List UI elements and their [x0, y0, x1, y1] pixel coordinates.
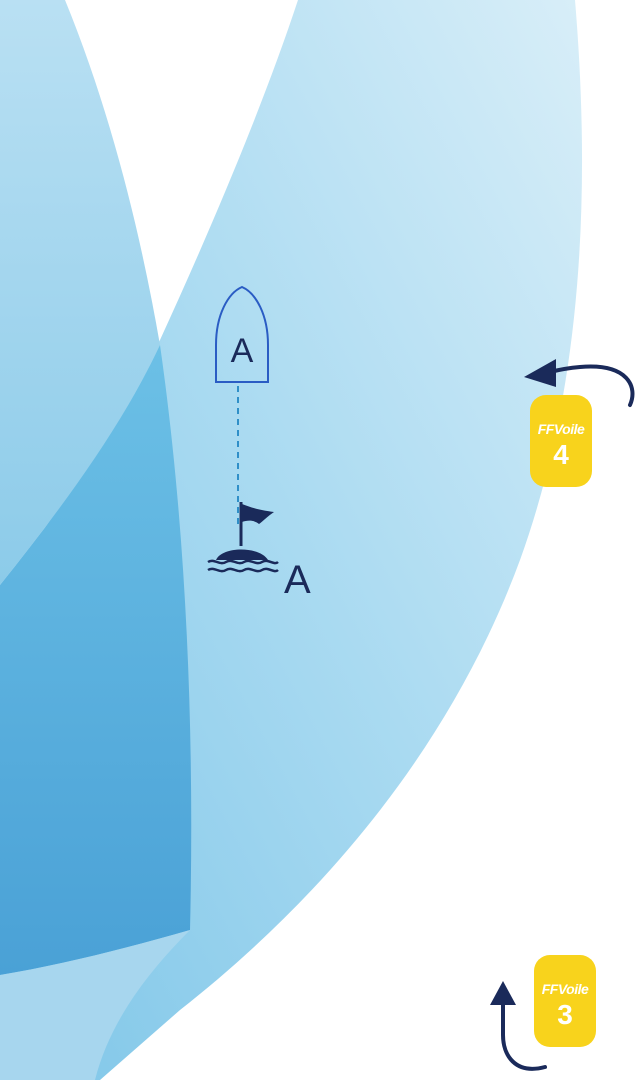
ffvoile-logo: FFVoile [541, 981, 589, 997]
mark-label: A [284, 558, 311, 602]
ffvoile-badge-3: FFVoile 3 [534, 955, 596, 1047]
overlap-sail-shape [0, 345, 192, 975]
buoy-flag-icon [207, 502, 279, 573]
dashed-line [237, 386, 239, 526]
badge-number: 3 [557, 999, 573, 1030]
ffvoile-logo: FFVoile [537, 421, 585, 437]
bottom-sail-shape [0, 930, 190, 1080]
boat-label: A [230, 332, 254, 370]
curved-arrow-icon [524, 359, 635, 407]
badge-number: 4 [553, 439, 569, 470]
curved-arrow-icon [490, 981, 547, 1071]
ffvoile-badge-4: FFVoile 4 [530, 395, 592, 487]
left-sail-shape [0, 0, 160, 585]
boat-hull-icon [215, 285, 269, 383]
